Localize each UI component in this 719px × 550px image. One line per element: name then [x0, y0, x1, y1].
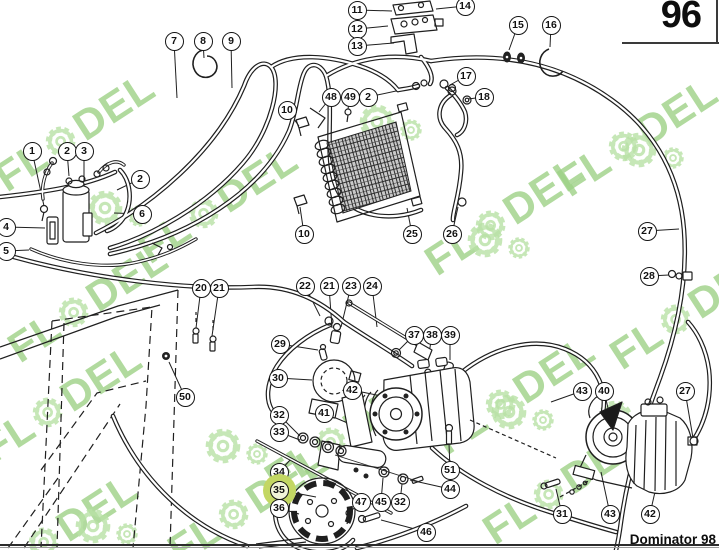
- gear-icon: [532, 409, 554, 431]
- callout-20[interactable]: 20: [191, 278, 211, 298]
- callout-21[interactable]: 21: [209, 278, 229, 298]
- callout-9[interactable]: 9: [221, 31, 241, 51]
- gear-icon: [467, 222, 503, 258]
- callout-15[interactable]: 15: [508, 15, 528, 35]
- condenser: [293, 102, 423, 223]
- callout-7[interactable]: 7: [164, 31, 184, 51]
- callout-8[interactable]: 8: [193, 31, 213, 51]
- callout-11[interactable]: 11: [347, 0, 367, 20]
- callout-40[interactable]: 40: [594, 381, 614, 401]
- model-label: Dominator 98: [629, 532, 716, 547]
- callout-16[interactable]: 16: [541, 15, 561, 35]
- callout-13[interactable]: 13: [347, 36, 367, 56]
- callout-29[interactable]: 29: [270, 334, 290, 354]
- callout-47[interactable]: 47: [351, 492, 371, 512]
- gear-icon: [534, 479, 564, 510]
- callout-28[interactable]: 28: [639, 266, 659, 286]
- gear-icon: [116, 523, 138, 545]
- gear-icon: [621, 132, 657, 168]
- watermark-gears: [464, 219, 532, 261]
- gear-icon: [219, 499, 249, 530]
- compressor: [297, 356, 475, 525]
- gear-icon: [33, 397, 63, 428]
- callout-50[interactable]: 50: [175, 387, 195, 407]
- bottom-rule-shadow: [0, 547, 719, 548]
- callout-2[interactable]: 2: [130, 169, 150, 189]
- watermark-gears: [488, 391, 556, 433]
- callout-27[interactable]: 27: [675, 381, 695, 401]
- gear-icon: [59, 297, 89, 328]
- callout-2[interactable]: 2: [358, 87, 378, 107]
- gear-icon: [400, 119, 422, 141]
- callout-48[interactable]: 48: [321, 87, 341, 107]
- gear-icon: [75, 508, 111, 544]
- callout-17[interactable]: 17: [456, 66, 476, 86]
- page-number: 96: [660, 0, 702, 36]
- callout-41[interactable]: 41: [314, 403, 334, 423]
- callout-23[interactable]: 23: [341, 276, 361, 296]
- callout-31[interactable]: 31: [552, 504, 572, 524]
- watermark-gears: [202, 425, 270, 467]
- callout-27[interactable]: 27: [637, 221, 657, 241]
- service-valve-assembly: [390, 0, 444, 55]
- bottom-rule: [0, 544, 719, 546]
- gear-icon: [87, 190, 123, 226]
- callout-5[interactable]: 5: [0, 241, 16, 261]
- callout-10[interactable]: 10: [294, 224, 314, 244]
- callout-21[interactable]: 21: [319, 276, 339, 296]
- gear-icon: [205, 428, 241, 464]
- gear-icon: [246, 443, 268, 465]
- callout-32[interactable]: 32: [269, 405, 289, 425]
- callout-42[interactable]: 42: [342, 380, 362, 400]
- header-tick: [716, 0, 718, 44]
- callout-1[interactable]: 1: [22, 141, 42, 161]
- callout-46[interactable]: 46: [416, 522, 436, 542]
- callout-34[interactable]: 34: [269, 462, 289, 482]
- callout-42[interactable]: 42: [640, 504, 660, 524]
- receiver-drier: [39, 156, 174, 256]
- cab-frame: [0, 289, 179, 549]
- callout-25[interactable]: 25: [402, 224, 422, 244]
- callout-43[interactable]: 43: [600, 504, 620, 524]
- callout-45[interactable]: 45: [371, 492, 391, 512]
- callout-32[interactable]: 32: [390, 492, 410, 512]
- callout-4[interactable]: 4: [0, 217, 16, 237]
- callout-36[interactable]: 36: [269, 498, 289, 518]
- callout-51[interactable]: 51: [440, 460, 460, 480]
- watermark-gears: [72, 505, 140, 547]
- gear-icon: [508, 237, 530, 259]
- callout-35[interactable]: 35: [269, 480, 289, 500]
- callout-38[interactable]: 38: [422, 325, 442, 345]
- callout-30[interactable]: 30: [268, 368, 288, 388]
- callout-33[interactable]: 33: [269, 422, 289, 442]
- header-rule: [622, 42, 719, 44]
- callout-10[interactable]: 10: [277, 100, 297, 120]
- callout-39[interactable]: 39: [440, 325, 460, 345]
- callout-6[interactable]: 6: [132, 204, 152, 224]
- callout-26[interactable]: 26: [442, 224, 462, 244]
- callout-14[interactable]: 14: [455, 0, 475, 16]
- compressor-pump: [625, 396, 699, 495]
- callout-43[interactable]: 43: [572, 381, 592, 401]
- callout-49[interactable]: 49: [340, 87, 360, 107]
- callout-18[interactable]: 18: [474, 87, 494, 107]
- callout-24[interactable]: 24: [362, 276, 382, 296]
- callout-37[interactable]: 37: [404, 325, 424, 345]
- gear-icon: [491, 394, 527, 430]
- callout-12[interactable]: 12: [347, 19, 367, 39]
- callout-44[interactable]: 44: [440, 479, 460, 499]
- callout-22[interactable]: 22: [295, 276, 315, 296]
- callout-2[interactable]: 2: [57, 141, 77, 161]
- callout-3[interactable]: 3: [74, 141, 94, 161]
- fittings-grommets: [192, 43, 693, 281]
